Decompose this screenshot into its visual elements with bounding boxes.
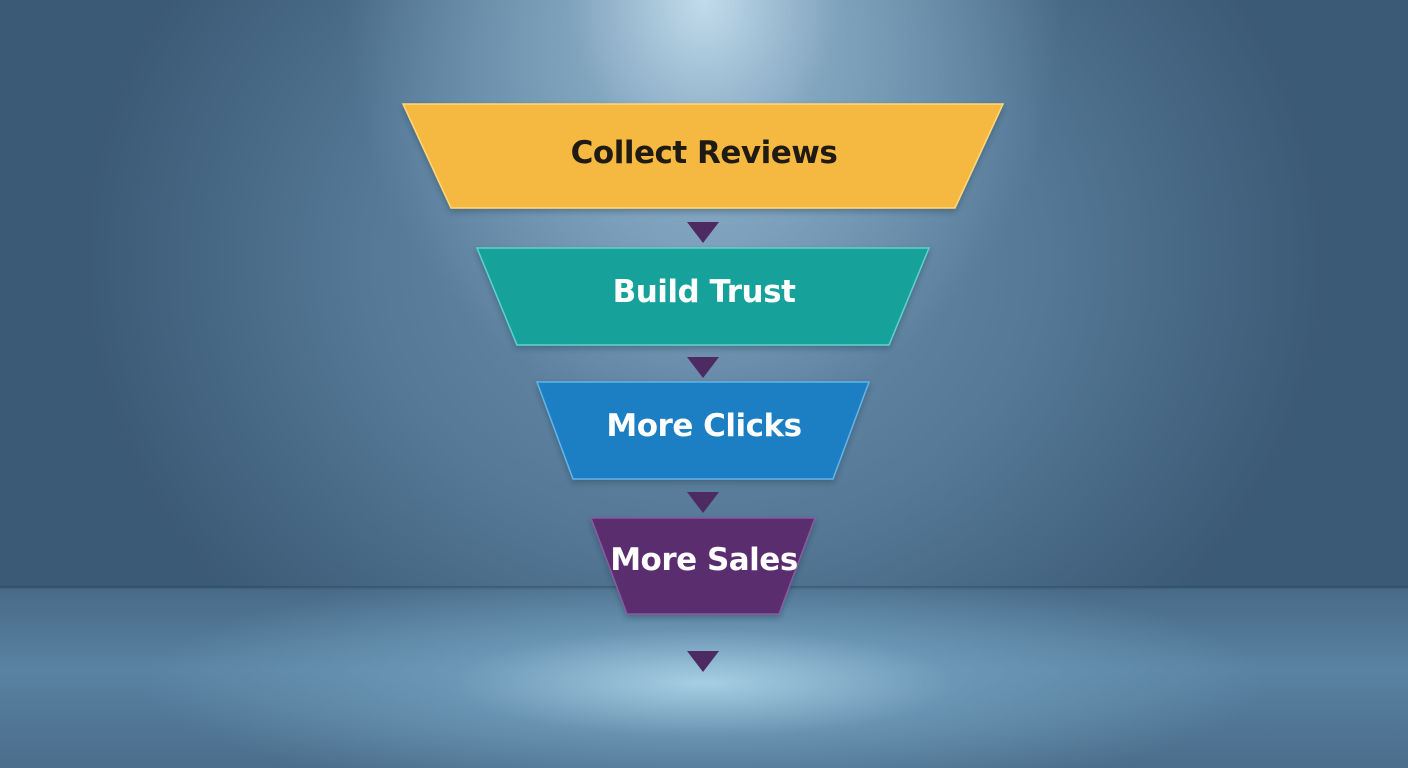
down-arrow-icon	[687, 492, 719, 513]
funnel-stage-label: Collect Reviews	[570, 135, 838, 171]
down-arrow-icon	[687, 651, 719, 672]
down-arrow-icon	[687, 357, 719, 378]
backdrop-floor	[0, 588, 1408, 768]
funnel-stage-label: Build Trust	[612, 274, 796, 310]
funnel-stage-build-trust	[475, 247, 931, 346]
funnel-stage-label: More Clicks	[606, 408, 802, 444]
down-arrow-icon	[687, 222, 719, 243]
funnel-stage-label: More Sales	[610, 542, 798, 578]
funnel-stage-more-sales	[589, 517, 817, 615]
funnel-stage-more-clicks	[535, 381, 871, 480]
funnel-stage-collect-reviews	[401, 103, 1005, 209]
